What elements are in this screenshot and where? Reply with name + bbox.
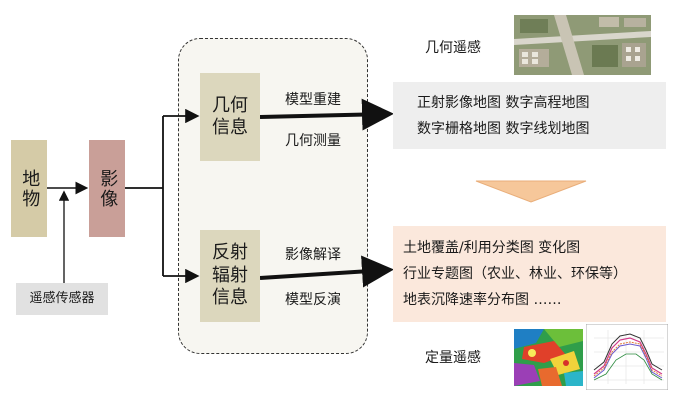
sensor-label: 遥感传感器 bbox=[29, 290, 95, 306]
geometric-output-arrow bbox=[259, 98, 394, 131]
quantitative-product-line: 地表沉降速率分布图 …… bbox=[403, 292, 562, 308]
image-node: 影像 bbox=[89, 140, 125, 237]
spectral-chart-icon bbox=[586, 324, 668, 390]
ground-object-label: 地物 bbox=[19, 168, 41, 209]
quantitative-product-line: 行业专题图（农业、林业、环保等） bbox=[403, 266, 627, 282]
radiometric-info-label: 反射辐射信息 bbox=[212, 242, 248, 309]
edge-label-image-interpretation: 影像解译 bbox=[285, 247, 341, 263]
geometric-info-label: 几何信息 bbox=[212, 94, 248, 139]
geometric-product-line: 正射影像地图 数字高程地图 bbox=[417, 94, 590, 111]
radiometric-output-arrow bbox=[259, 255, 394, 288]
down-arrow bbox=[475, 180, 587, 203]
satellite-photo-icon bbox=[514, 15, 651, 75]
sensor-node: 遥感传感器 bbox=[16, 283, 108, 315]
edge-label-model-reconstruction: 模型重建 bbox=[285, 92, 341, 108]
radiometric-info-node: 反射辐射信息 bbox=[200, 230, 260, 322]
quantitative-remote-sensing-heading: 定量遥感 bbox=[425, 350, 481, 366]
edge-label-model-inversion: 模型反演 bbox=[285, 292, 341, 308]
edge-label-geometric-measurement: 几何测量 bbox=[285, 133, 341, 149]
quantitative-product-line: 土地覆盖/利用分类图 变化图 bbox=[403, 240, 581, 256]
ground-object-node: 地物 bbox=[11, 140, 47, 237]
geometric-product-line: 数字栅格地图 数字线划地图 bbox=[417, 120, 590, 137]
geometric-remote-sensing-heading: 几何遥感 bbox=[425, 40, 481, 56]
geometric-info-node: 几何信息 bbox=[200, 73, 260, 161]
quantitative-products-box: 土地覆盖/利用分类图 变化图 行业专题图（农业、林业、环保等） 地表沉降速率分布… bbox=[393, 226, 666, 322]
geometric-products-box: 正射影像地图 数字高程地图 数字栅格地图 数字线划地图 bbox=[393, 82, 666, 149]
image-label: 影像 bbox=[97, 168, 119, 209]
heatmap-icon bbox=[514, 329, 583, 386]
